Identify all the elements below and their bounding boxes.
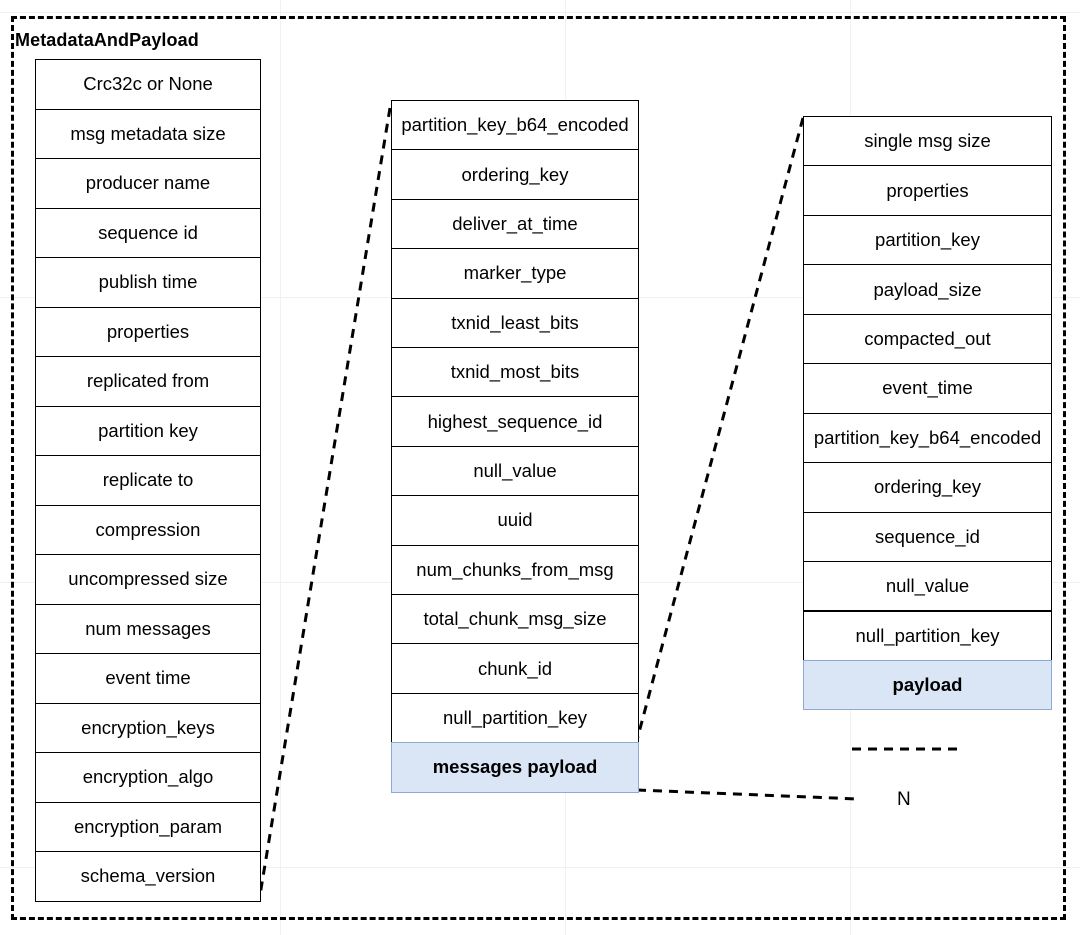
single-message-field: null_value — [803, 561, 1052, 612]
single-message-field: payload_size — [803, 264, 1052, 315]
message-metadata-field: txnid_most_bits — [391, 347, 639, 398]
metadata-field: properties — [35, 306, 261, 357]
single-message-payload-block: payload — [803, 659, 1052, 711]
message-metadata-field: marker_type — [391, 248, 639, 299]
repeat-count-label: N — [897, 789, 911, 810]
metadata-field: producer name — [35, 158, 261, 209]
metadata-field: encryption_keys — [35, 702, 261, 753]
single-message-field: partition_key — [803, 214, 1052, 266]
metadata-field: replicate to — [35, 455, 261, 506]
message-metadata-field: num_chunks_from_msg — [391, 544, 639, 595]
message-metadata-field: ordering_key — [391, 149, 639, 200]
message-metadata-field: chunk_id — [391, 643, 639, 694]
metadata-field: encryption_algo — [35, 752, 261, 803]
metadata-field: publish time — [35, 257, 261, 308]
connector-payload-n — [636, 788, 859, 801]
connector-metadata-top — [258, 107, 392, 896]
metadata-field: event time — [35, 653, 261, 704]
metadata-field: sequence id — [35, 207, 261, 258]
metadata-field: replicated from — [35, 356, 261, 407]
connector-message-top — [635, 117, 805, 741]
single-message-field: compacted_out — [803, 313, 1052, 365]
message-metadata-field: partition_key_b64_encoded — [391, 100, 639, 151]
single-message-field: event_time — [803, 363, 1052, 414]
single-message-field: null_partition_key — [803, 610, 1052, 661]
metadata-field: uncompressed size — [35, 554, 261, 605]
message-metadata-field: null_partition_key — [391, 692, 639, 744]
message-metadata-field: uuid — [391, 495, 639, 546]
metadata-field: schema_version — [35, 851, 261, 902]
metadata-and-payload-container — [11, 16, 1066, 920]
message-metadata-field: deliver_at_time — [391, 198, 639, 250]
single-message-field: sequence_id — [803, 511, 1052, 563]
single-message-field: partition_key_b64_encoded — [803, 412, 1052, 464]
message-metadata-field: total_chunk_msg_size — [391, 594, 639, 645]
metadata-field: partition key — [35, 405, 261, 456]
message-metadata-payload-block: messages payload — [391, 742, 639, 793]
single-message-field: properties — [803, 165, 1052, 216]
container-title: MetadataAndPayload — [15, 30, 199, 50]
message-metadata-field: txnid_least_bits — [391, 297, 639, 348]
metadata-field: msg metadata size — [35, 108, 261, 159]
message-metadata-field: highest_sequence_id — [391, 396, 639, 447]
metadata-field: compression — [35, 504, 261, 555]
metadata-field: num messages — [35, 603, 261, 654]
single-message-field: single msg size — [803, 116, 1052, 167]
metadata-field: Crc32c or None — [35, 59, 261, 110]
single-message-field: ordering_key — [803, 462, 1052, 513]
message-metadata-field: null_value — [391, 445, 639, 497]
metadata-field: encryption_param — [35, 801, 261, 852]
